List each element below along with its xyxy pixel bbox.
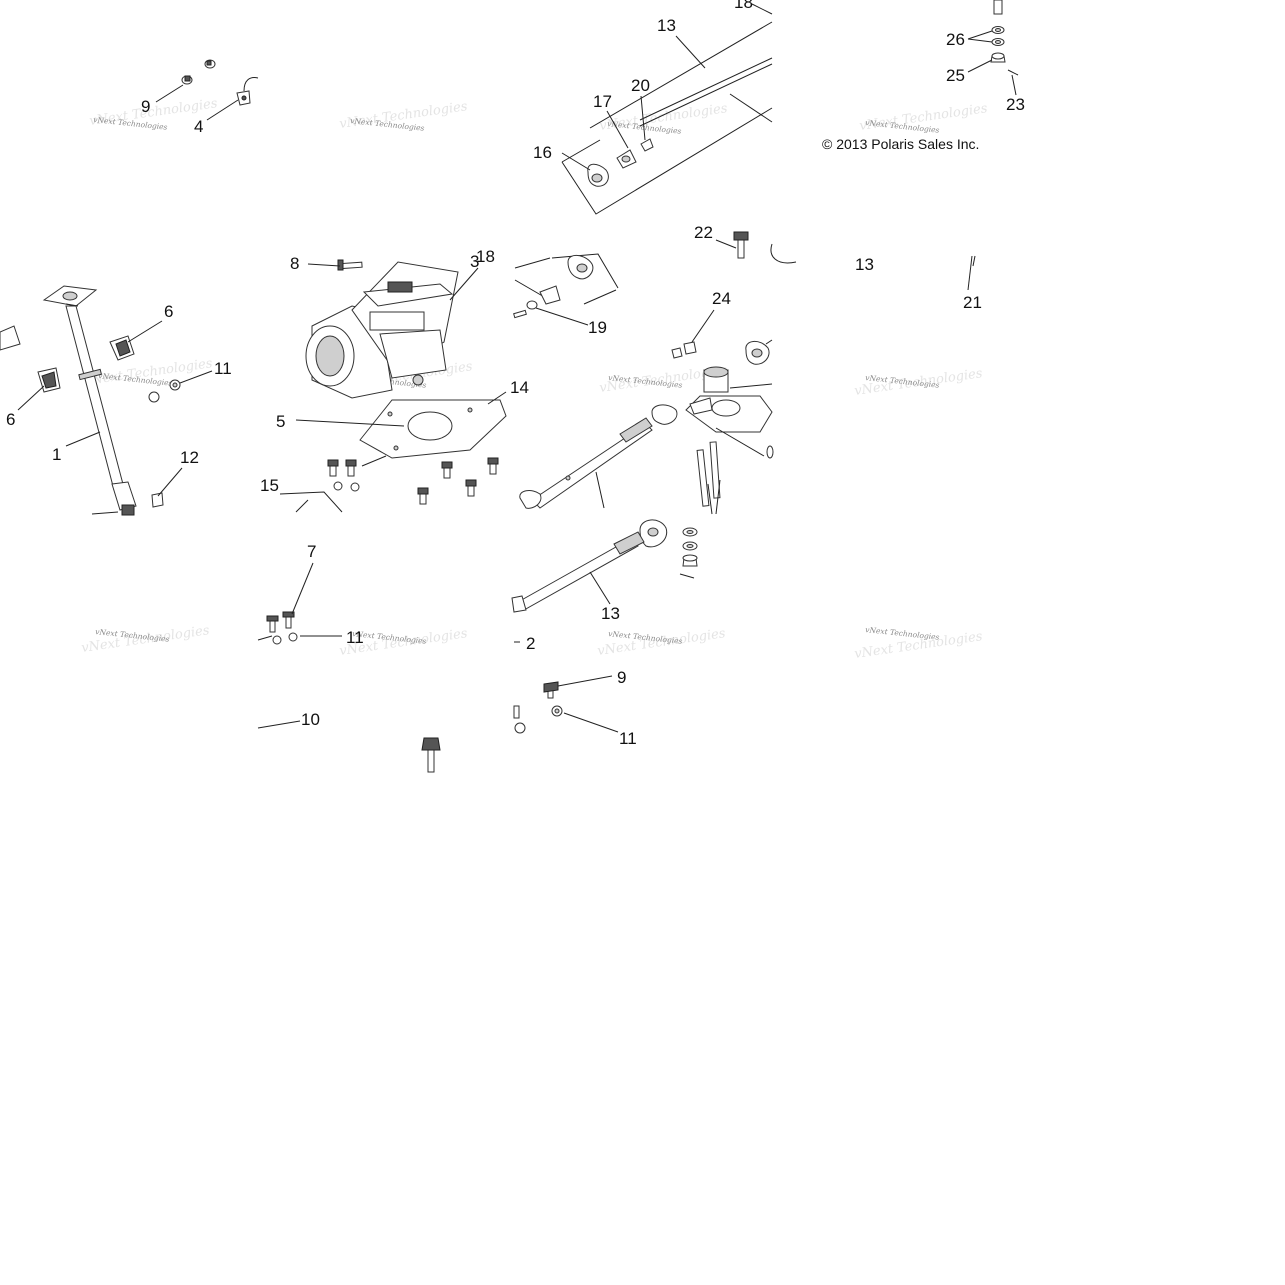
jam-nut-17 xyxy=(616,149,637,169)
spring-clip-6-a xyxy=(109,335,135,361)
callout-5: 5 xyxy=(276,412,285,431)
tie-rod-13-bottom xyxy=(511,519,668,613)
bolts-plate xyxy=(327,457,499,505)
callout-11-left: 11 xyxy=(214,359,232,378)
clip-4 xyxy=(236,77,259,106)
callout-9-top: 9 xyxy=(141,97,150,116)
callout-1: 1 xyxy=(52,445,61,464)
nut-11-bottom xyxy=(513,705,563,734)
callout-13-bottom: 13 xyxy=(601,604,620,623)
leader-21 xyxy=(967,255,973,291)
callout-8: 8 xyxy=(290,254,299,273)
clip-left xyxy=(0,325,21,351)
washers-bottom xyxy=(679,527,698,579)
bolt-8 xyxy=(337,259,363,271)
rod-end-box-19 xyxy=(513,253,619,319)
tie-rod-box-top xyxy=(561,3,773,215)
callout-24: 24 xyxy=(712,289,731,308)
tie-rod-13-mid xyxy=(519,404,678,509)
callout-11-bottom: 11 xyxy=(619,729,637,748)
callout-13-top: 13 xyxy=(657,16,676,35)
studs-right xyxy=(696,441,774,515)
callout-21: 21 xyxy=(963,293,982,312)
callout-10: 10 xyxy=(301,710,320,729)
bolt-10 xyxy=(421,737,441,773)
nut-11-left xyxy=(169,379,181,391)
watermarks: vNext Technologies vNext Technologies vN… xyxy=(80,96,988,662)
callout-11-mid: 11 xyxy=(346,628,364,647)
bolt-top-small xyxy=(204,59,216,69)
callout-17: 17 xyxy=(593,92,612,111)
callout-19: 19 xyxy=(588,318,607,337)
nut-25 xyxy=(990,52,1006,63)
callout-20: 20 xyxy=(631,76,650,95)
callout-3: 3 xyxy=(470,252,479,271)
nut-left-small xyxy=(148,391,160,403)
bolt-18-top xyxy=(993,0,1003,15)
callout-25: 25 xyxy=(946,66,965,85)
bolt-9-top xyxy=(181,75,193,85)
plate-14 xyxy=(359,399,507,459)
callout-6-top: 6 xyxy=(164,302,173,321)
rod-end-16 xyxy=(587,163,609,187)
washer-26-a xyxy=(991,26,1005,34)
bolt-22 xyxy=(733,231,749,259)
callout-7: 7 xyxy=(307,542,316,561)
arc-piece xyxy=(770,243,797,264)
rod-end-right xyxy=(745,339,773,365)
clip-12 xyxy=(151,492,164,508)
nut-20 xyxy=(640,138,654,152)
nut-24 xyxy=(671,341,697,359)
callout-12: 12 xyxy=(180,448,199,467)
copyright-notice: © 2013 Polaris Sales Inc. xyxy=(822,136,979,152)
callout-14: 14 xyxy=(510,378,529,397)
washer-26-b xyxy=(991,38,1005,46)
callout-16: 16 xyxy=(533,143,552,162)
callout-9-bottom: 9 xyxy=(617,668,626,687)
spindle-knuckle xyxy=(685,366,773,457)
callout-4: 4 xyxy=(194,117,203,136)
power-steering-actuator-3 xyxy=(305,261,459,399)
bolt-9-bottom xyxy=(543,681,559,699)
callout-2: 2 xyxy=(526,634,535,653)
callout-23: 23 xyxy=(1006,95,1025,114)
callout-18-mid: 18 xyxy=(476,247,495,266)
callout-22: 22 xyxy=(694,223,713,242)
callout-15: 15 xyxy=(260,476,279,495)
callout-6-left: 6 xyxy=(6,410,15,429)
steering-column-1 xyxy=(42,285,137,516)
callout-13-right: 13 xyxy=(855,255,874,274)
callouts: 18 13 17 20 16 26 25 23 9 4 8 3 18 22 13… xyxy=(6,0,1025,748)
callout-26: 26 xyxy=(946,30,965,49)
callout-18-top: 18 xyxy=(734,0,753,12)
bolts-7 xyxy=(266,611,298,645)
